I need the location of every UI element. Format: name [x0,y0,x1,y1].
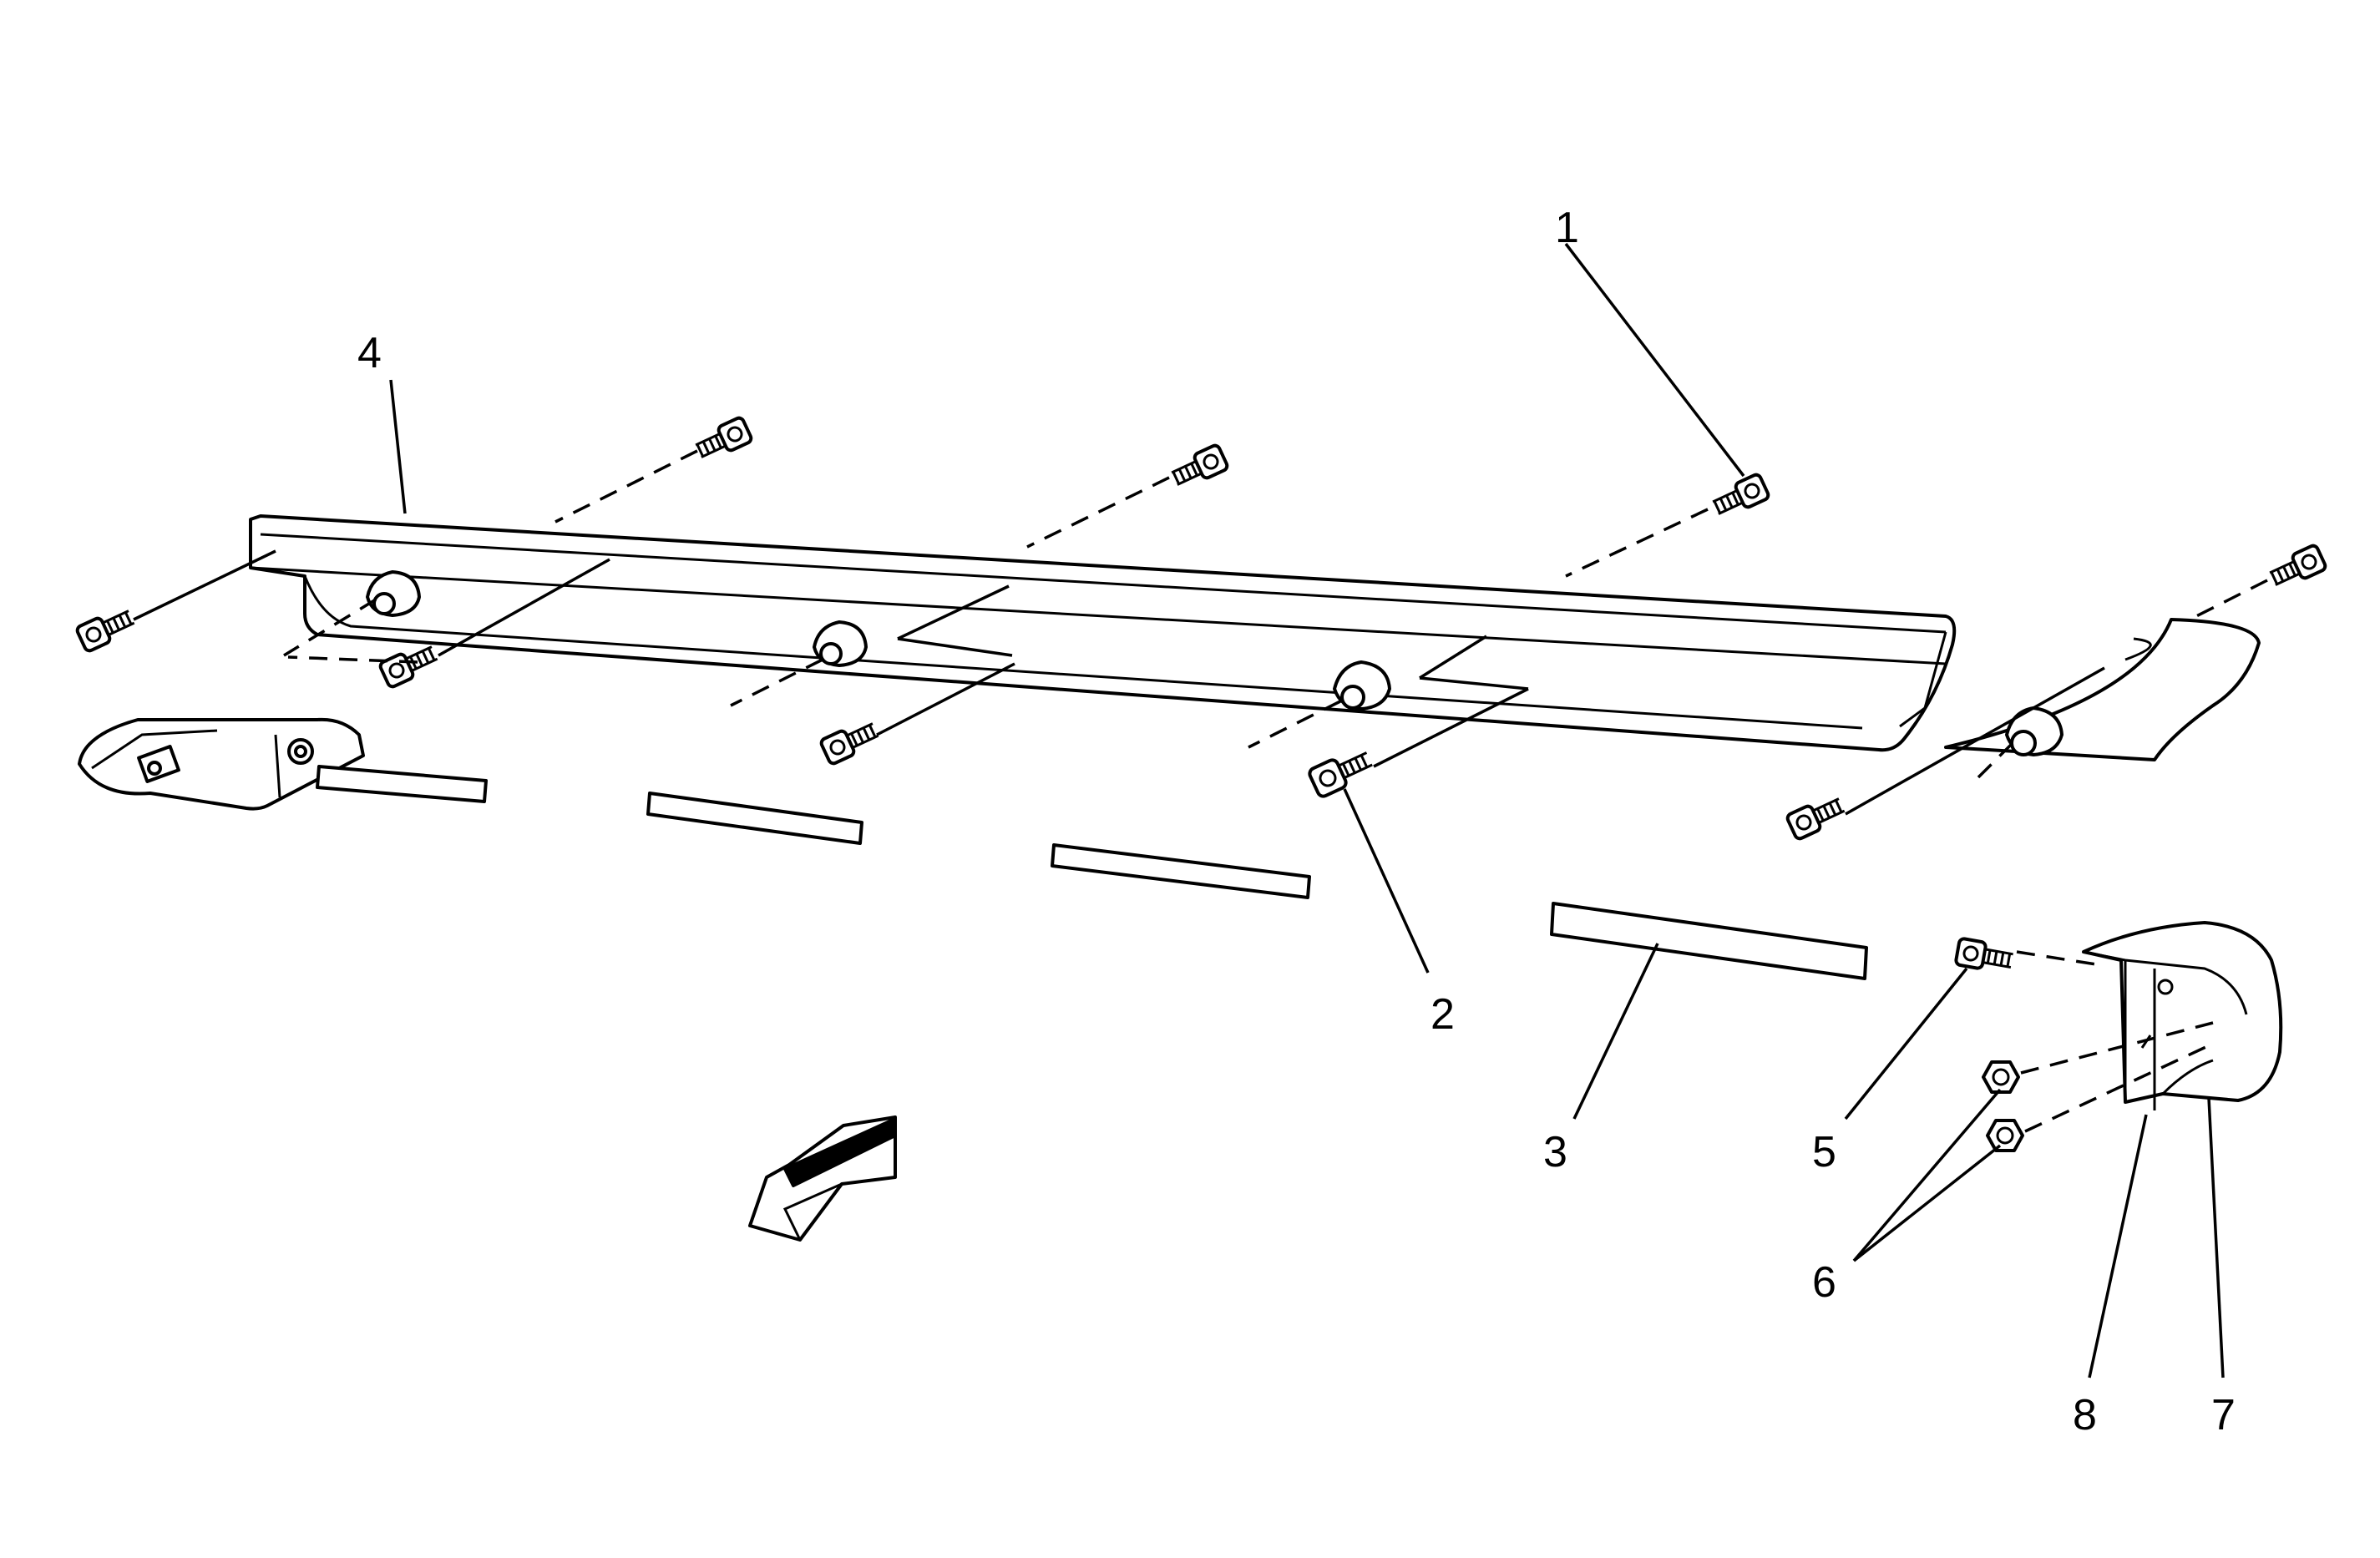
nut-icon [1982,1060,2024,1152]
callout-leaders [389,242,2225,1378]
alignment-lines [133,449,2268,1133]
callout-6: 6 [1812,1258,1836,1307]
callout-1: 1 [1555,204,1579,252]
left-end-bracket [78,717,365,811]
rocker-panel-molding [249,514,2152,752]
callout-3: 3 [1543,1128,1567,1176]
bolt-icon [695,416,2327,586]
adhesive-tape-strips [316,765,1868,980]
retainer-clips [366,570,2064,756]
callout-4: 4 [357,329,382,377]
callout-5: 5 [1812,1128,1836,1176]
callout-2: 2 [1431,990,1455,1039]
rear-end-cap [2082,921,2283,1110]
front-direction-arrow-icon [748,1115,897,1242]
callout-7: 7 [2211,1391,2236,1439]
molding-end-cap [1944,618,2261,761]
callout-8: 8 [2073,1391,2097,1439]
